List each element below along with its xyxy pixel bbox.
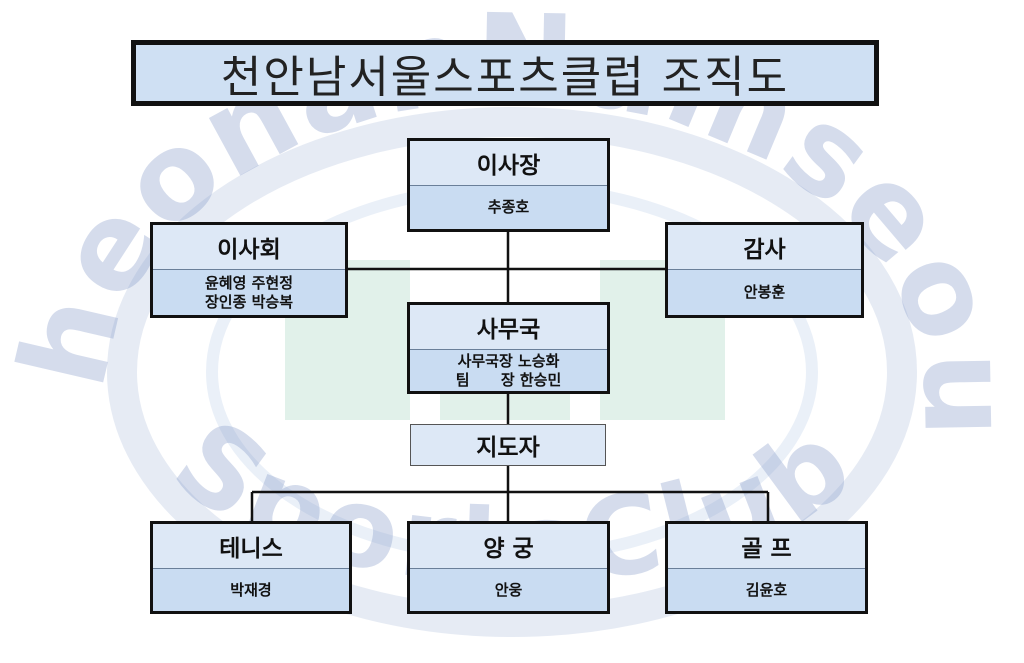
node-archery-title: 양 궁 <box>410 524 607 569</box>
node-golf-title: 골 프 <box>668 524 865 569</box>
node-secretariat-title: 사무국 <box>410 305 607 350</box>
node-golf-members: 김윤호 <box>668 569 865 611</box>
member-name: 윤혜영 주현정 <box>204 273 294 292</box>
member-name: 장인종 박승복 <box>204 292 294 311</box>
node-archery: 양 궁 안웅 <box>407 521 610 614</box>
node-auditor: 감사 안봉훈 <box>665 222 864 318</box>
member-name: 박재경 <box>230 580 272 599</box>
member-name: 추종호 <box>487 198 530 216</box>
member-name: 안웅 <box>494 580 523 599</box>
node-auditor-title: 감사 <box>668 225 861 270</box>
member-name: 팀 장 한승민 <box>455 370 562 389</box>
node-chairman: 이사장 추종호 <box>407 138 610 232</box>
node-coach: 지도자 <box>410 424 606 466</box>
node-tennis-members: 박재경 <box>153 569 349 611</box>
node-tennis-title: 테니스 <box>153 524 349 569</box>
node-coach-title: 지도자 <box>476 435 540 461</box>
node-archery-members: 안웅 <box>410 569 607 611</box>
node-board-title: 이사회 <box>153 225 345 270</box>
member-name: 안봉훈 <box>743 283 786 301</box>
node-auditor-members: 안봉훈 <box>668 270 861 315</box>
node-board: 이사회 윤혜영 주현정 장인종 박승복 <box>150 222 348 318</box>
chart-title: 천안남서울스포츠클럽 조직도 <box>131 40 879 106</box>
node-secretariat-members: 사무국장 노승화 팀 장 한승민 <box>410 350 607 391</box>
member-name: 사무국장 노승화 <box>457 351 560 370</box>
node-secretariat: 사무국 사무국장 노승화 팀 장 한승민 <box>407 302 610 394</box>
member-name: 김윤호 <box>745 580 788 599</box>
node-chairman-members: 추종호 <box>410 186 607 229</box>
node-chairman-title: 이사장 <box>410 141 607 186</box>
node-tennis: 테니스 박재경 <box>150 521 352 614</box>
node-board-members: 윤혜영 주현정 장인종 박승복 <box>153 270 345 315</box>
node-golf: 골 프 김윤호 <box>665 521 868 614</box>
